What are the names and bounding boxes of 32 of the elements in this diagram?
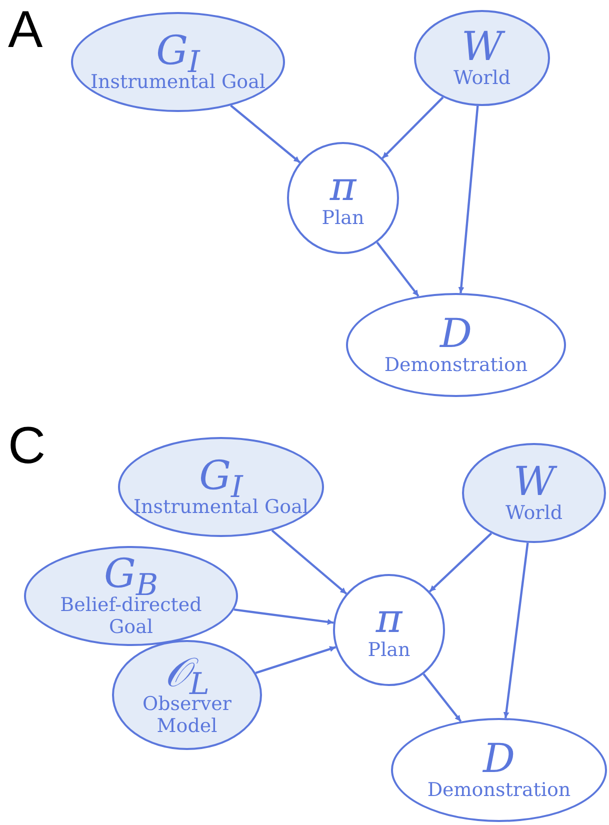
panel-letter: A [8, 2, 43, 58]
panel-letter: C [8, 418, 46, 474]
node-label: World [504, 502, 564, 524]
math-symbol: 𝒪$_{L}$ [164, 653, 210, 693]
arrow [271, 530, 348, 595]
arrow [255, 646, 336, 674]
math-symbol: π [330, 167, 356, 207]
node-label: Observer Model [142, 693, 232, 737]
node-label: Belief-directed Goal [59, 594, 203, 638]
node-label: World [452, 67, 512, 89]
node-label: Instrumental Goal [132, 496, 310, 518]
math-symbol: D [482, 739, 516, 779]
node-label: Demonstration [383, 354, 529, 376]
math-symbol: G$_{I}$ [156, 31, 200, 71]
arrow [234, 608, 334, 625]
node-label: Instrumental Goal [89, 71, 267, 93]
math-symbol: D [440, 314, 472, 354]
math-symbol: G$_{I}$ [199, 456, 243, 496]
arrow [230, 104, 300, 164]
arrow [376, 242, 420, 297]
arrow [428, 532, 492, 592]
arrow [503, 542, 529, 718]
node-label: Plan [320, 207, 366, 229]
math-symbol: G$_{B}$ [104, 554, 158, 594]
math-symbol: W [513, 462, 555, 502]
math-symbol: W [461, 27, 503, 67]
arrow [458, 106, 479, 294]
arrow [422, 673, 462, 722]
math-symbol: π [376, 599, 402, 639]
node-label: Plan [366, 639, 412, 661]
node-label: Demonstration [426, 779, 572, 801]
arrow [382, 96, 444, 160]
